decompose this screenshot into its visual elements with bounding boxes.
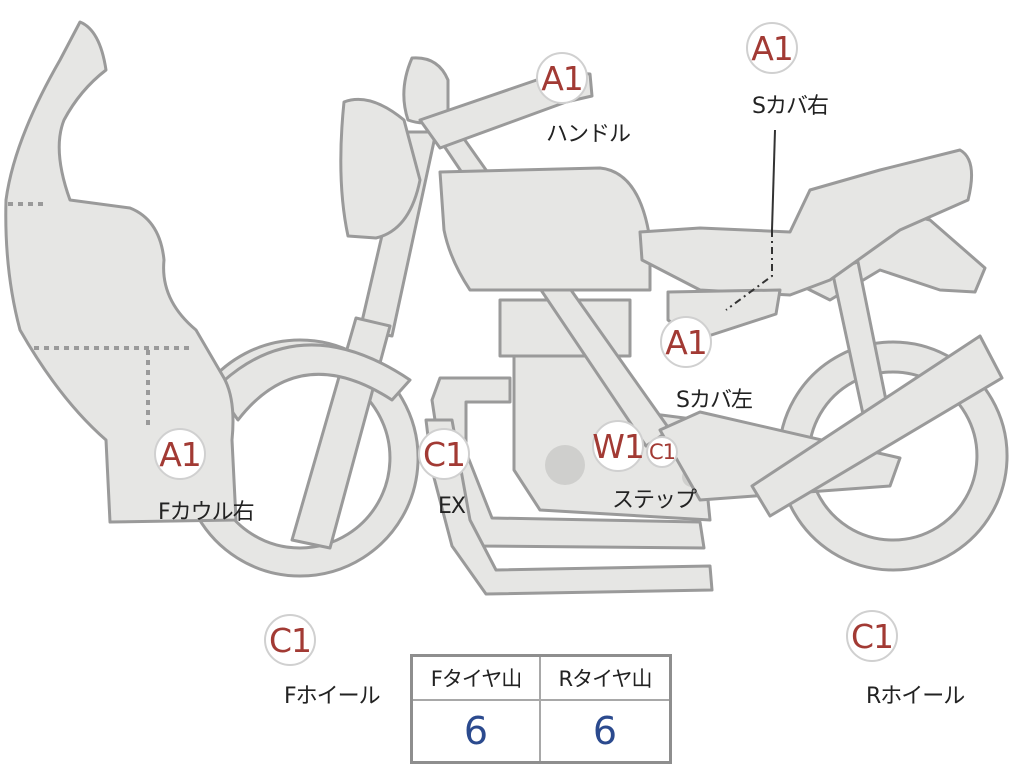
rear-wheel-code-badge: C1 — [846, 610, 898, 662]
front-tire-tread-value: 6 — [413, 701, 541, 761]
handle-code-badge: A1 — [536, 52, 588, 104]
step-label: ステップ — [612, 488, 697, 513]
side-cover-left-code-badge: A1 — [660, 316, 712, 368]
side-cover-right-leader — [771, 129, 776, 231]
side-cover-right-label: Sカバ右 — [752, 94, 829, 119]
side-cover-right-code-badge: A1 — [746, 22, 798, 74]
fuel-tank-shape — [438, 166, 652, 292]
side-cover-left-label: Sカバ左 — [676, 388, 753, 413]
rear-tire-tread-value: 6 — [592, 709, 618, 753]
front-cowl-shape — [4, 20, 238, 524]
front-cowl-right-label: Fカウル右 — [158, 500, 255, 525]
swingarm-shape — [658, 410, 902, 502]
seat-shape — [638, 148, 974, 297]
front-fender-shape — [214, 343, 412, 422]
side-cover-right-leader-dash — [725, 230, 773, 311]
rear-damper-shape — [750, 334, 1004, 518]
front-wheel-label: Fホイール — [284, 684, 381, 709]
front-cowl-right-code-badge: A1 — [154, 428, 206, 480]
exhaust-code-badge: C1 — [418, 428, 470, 480]
rear-wheel-label: Rホイール — [866, 684, 965, 709]
front-tire-tread-header: Fタイヤ山 — [413, 657, 541, 701]
rear-tire-tread-header: Rタイヤ山 — [541, 657, 669, 701]
tire-tread-table: Fタイヤ山 Rタイヤ山 6 6 — [410, 654, 672, 764]
headlight-shape — [339, 97, 422, 240]
step-code-badge-secondary: C1 — [646, 436, 678, 468]
exhaust-label: EX — [438, 494, 466, 519]
engine-cover-shape — [545, 445, 585, 485]
step-code-badge: W1 — [592, 420, 645, 472]
handle-label: ハンドル — [546, 122, 631, 147]
front-wheel-code-badge: C1 — [264, 614, 316, 666]
